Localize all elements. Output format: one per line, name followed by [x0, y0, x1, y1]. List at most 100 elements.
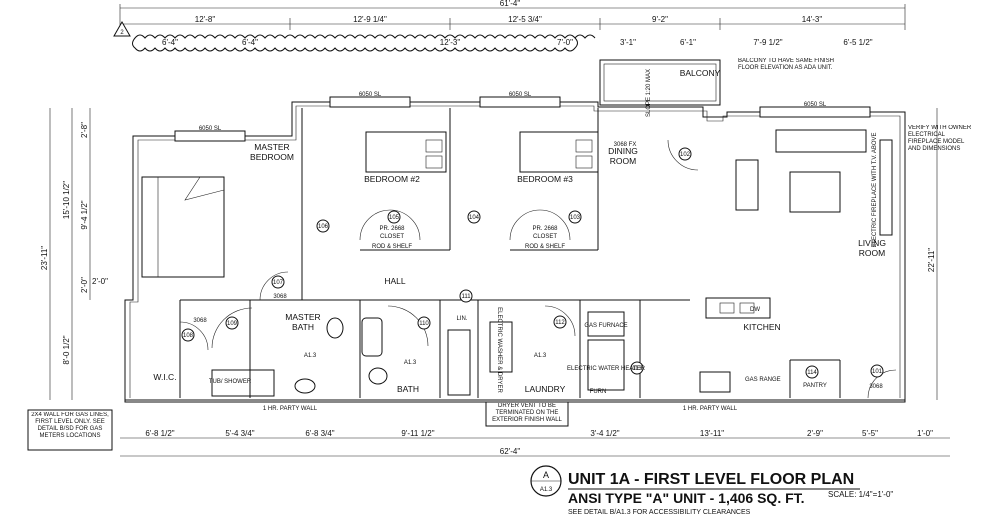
door-tag-103: 103: [570, 215, 581, 221]
windows: 6050 SL 6050 SL 6050 SL 6050 SL: [174, 92, 871, 142]
plan-scale: SCALE: 1/4"=1'-0": [828, 490, 893, 499]
label-rod-shelf-b: ROD & SHELF: [525, 244, 565, 250]
dim-top-5: 14'-3": [802, 15, 823, 24]
dim-left-overall: 23'-11": [40, 246, 49, 270]
label-3068-c: 3068: [869, 384, 883, 390]
label-tub-shower: TUB/ SHOWER: [209, 379, 252, 385]
dim-top2-3: 12'-3": [440, 38, 461, 47]
dim-top-3: 12'-5 3/4": [508, 15, 542, 24]
label-closet-a: CLOSET: [380, 234, 404, 240]
room-master-bath-1: MASTER: [285, 312, 320, 322]
title-block: A A1.3 UNIT 1A - FIRST LEVEL FLOOR PLAN …: [530, 465, 893, 516]
note-fireplace: VERIFY WITH OWNER ELECTRICAL FIREPLACE M…: [908, 125, 972, 152]
window-4-label: 6050 SL: [804, 102, 827, 108]
dim-bottom-6: 13'-11": [700, 429, 724, 438]
bottom-dimensions: 6'-8 1/2" 5'-4 3/4" 6'-8 3/4" 9'-11 1/2"…: [120, 429, 950, 457]
dim-top2-1: 6'-4": [162, 38, 178, 47]
room-kitchen: KITCHEN: [743, 322, 780, 332]
dim-bottom-5: 3'-4 1/2": [590, 429, 619, 438]
dim-bottom-1: 6'-8 1/2": [145, 429, 174, 438]
room-hall: HALL: [384, 276, 406, 286]
fixture-labels: PR. 2668 CLOSET ROD & SHELF PR. 2668 CLO…: [193, 69, 883, 412]
label-pr2668-b: PR. 2668: [532, 226, 558, 232]
room-laundry: LAUNDRY: [525, 384, 566, 394]
note-balcony: BALCONY TO HAVE SAME FINISH FLOOR ELEVAT…: [738, 58, 834, 71]
label-rod-shelf-a: ROD & SHELF: [372, 244, 412, 250]
door-tag-104: 104: [469, 215, 480, 221]
label-a13-bath: A1.3: [304, 353, 317, 359]
furniture: [141, 129, 893, 397]
room-bedroom-2: BEDROOM #2: [364, 174, 420, 184]
window-1-label: 6050 SL: [199, 126, 222, 132]
dim-left-5: 9'-4 1/2": [80, 200, 89, 229]
dim-top2-7: 7'-9 1/2": [753, 38, 782, 47]
dim-left-4: 2'-8": [80, 122, 89, 138]
room-dining-2: ROOM: [610, 156, 636, 166]
door-tag-107: 107: [273, 280, 284, 286]
label-water-heater: ELECTRIC WATER HEATER: [567, 366, 646, 372]
door-tag-106: 106: [318, 224, 329, 230]
note-2x4-wall: 2X4 WALL FOR GAS LINES, FIRST LEVEL ONLY…: [31, 412, 109, 439]
dim-left-3: 8'-0 1/2": [62, 335, 71, 364]
room-labels: MASTER BEDROOM BEDROOM #2 BEDROOM #3 DIN…: [153, 68, 886, 394]
dim-right-overall: 22'-11": [927, 248, 936, 272]
plan-title: UNIT 1A - FIRST LEVEL FLOOR PLAN: [568, 471, 854, 488]
dim-bottom-3: 6'-8 3/4": [305, 429, 334, 438]
room-bedroom-3: BEDROOM #3: [517, 174, 573, 184]
dim-bottom-8: 5'-5": [862, 429, 878, 438]
dim-bottom-overall: 62'-4": [500, 447, 521, 456]
room-wic: W.I.C.: [153, 372, 176, 382]
dim-top2-8: 6'-5 1/2": [843, 38, 872, 47]
label-party-wall-1: 1 HR. PARTY WALL: [263, 406, 318, 412]
label-closet-b: CLOSET: [533, 234, 557, 240]
label-a13-laundry: A1.3: [534, 353, 547, 359]
detail-letter: A: [543, 470, 549, 480]
dim-top2-2: 6'-4": [242, 38, 258, 47]
room-living-1: LIVING: [858, 238, 886, 248]
door-tags: 105 104 103 106 107 108 109 110 111 112 …: [181, 147, 884, 379]
accessibility-note: SEE DETAIL B/A1.3 FOR ACCESSIBILITY CLEA…: [568, 509, 751, 516]
dim-bottom-4: 9'-11 1/2": [401, 429, 434, 438]
revision-triangle-top: 2: [113, 20, 131, 37]
doors: [179, 139, 897, 399]
room-living-2: ROOM: [859, 248, 885, 258]
top-dimensions: 61'-4" 12'-8" 12'-9 1/4" 12'-5 3/4" 9'-2…: [113, 0, 906, 52]
label-a13-bath2: A1.3: [404, 360, 417, 366]
dim-left-2: 15'-10 1/2": [62, 181, 71, 219]
dim-bottom-7: 2'-9": [807, 429, 823, 438]
door-tag-114: 114: [807, 370, 817, 376]
door-tag-110: 110: [419, 321, 429, 327]
room-master-bedroom-2: BEDROOM: [250, 152, 294, 162]
dim-top2-4: 7'-0": [557, 38, 573, 47]
label-gas-furnace: GAS FURNACE: [584, 323, 627, 329]
room-master-bedroom-1: MASTER: [254, 142, 289, 152]
label-fireplace: ELECTRIC FIREPLACE WITH T.V. ABOVE: [872, 132, 878, 247]
dim-left-7: 2'-0": [92, 277, 108, 286]
detail-sheet: A1.3: [540, 487, 553, 493]
room-dining-1: DINING: [608, 146, 638, 156]
label-washer: ELECTRIC WASHER & DRYER: [496, 307, 502, 393]
label-furn: FURN: [590, 389, 607, 395]
left-dimensions: 23'-11" 15'-10 1/2" 8'-0 1/2" 2'-8" 9'-4…: [40, 108, 108, 400]
room-balcony: BALCONY: [680, 68, 721, 78]
window-2-label: 6050 SL: [359, 92, 382, 98]
label-party-wall-2: 1 HR. PARTY WALL: [683, 406, 738, 412]
notes: BALCONY TO HAVE SAME FINISH FLOOR ELEVAT…: [27, 58, 972, 451]
room-linen: LIN.: [456, 316, 467, 322]
label-3068fx: 3068 FX: [614, 142, 637, 148]
label-3068-b: 3068: [193, 318, 207, 324]
plan-subtitle: ANSI TYPE "A" UNIT - 1,406 SQ. FT.: [568, 490, 805, 506]
label-gas-range: GAS RANGE: [745, 377, 781, 383]
dim-left-6: 2'-0": [80, 277, 89, 293]
dim-bottom-9: 1'-0": [917, 429, 933, 438]
door-tag-105: 105: [389, 215, 400, 221]
dim-top2-5: 3'-1": [620, 38, 636, 47]
room-pantry: PANTRY: [803, 383, 827, 389]
window-3-label: 6050 SL: [509, 92, 532, 98]
dim-top2-6: 6'-1": [680, 38, 696, 47]
room-master-bath-2: BATH: [292, 322, 314, 332]
right-dimensions: 22'-11": [927, 108, 938, 400]
door-tag-113: 113: [632, 366, 642, 372]
label-pr2668-a: PR. 2668: [379, 226, 405, 232]
